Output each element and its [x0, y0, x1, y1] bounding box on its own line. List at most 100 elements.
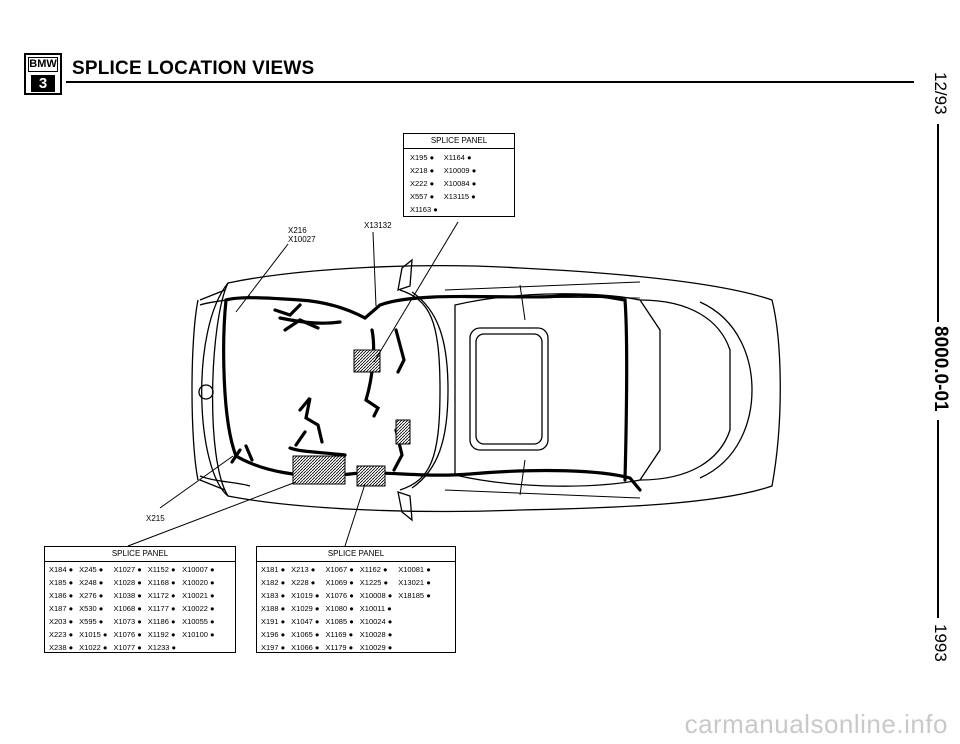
- table-cell: X1068 ●: [113, 604, 142, 613]
- table-cell: X1168 ●: [147, 578, 176, 587]
- table-cell: X1067 ●: [325, 565, 354, 574]
- splice-box-center: [353, 349, 381, 373]
- table-cell: X10020 ●: [182, 578, 215, 587]
- table-row: X1163 ●: [410, 203, 482, 216]
- table-cell: X1027 ●: [113, 565, 142, 574]
- table-cell: X218 ●: [410, 166, 435, 175]
- table-cell: X10009 ●: [443, 166, 477, 175]
- table-cell: [398, 628, 436, 641]
- table-cell: X196 ●: [261, 630, 286, 639]
- table-cell: X1065 ●: [291, 630, 320, 639]
- table-cell: X1225 ●: [359, 578, 389, 587]
- splice-panel-right-table: X181 ●X213 ●X1067 ●X1162 ●X10081 ● X182 …: [261, 563, 437, 654]
- table-cell: X187 ●: [49, 604, 74, 613]
- table-cell: X197 ●: [261, 643, 286, 652]
- table-cell: X238 ●: [49, 643, 74, 652]
- table-cell: X1152 ●: [147, 565, 176, 574]
- leader-left-panel: [127, 481, 297, 547]
- side-rule-2: [937, 420, 939, 618]
- leader-top-panel: [373, 221, 459, 363]
- table-row: X196 ●X1065 ●X1169 ●X10028 ●: [261, 628, 437, 641]
- callout-x215: X215: [146, 514, 165, 523]
- table-cell: X1186 ●: [147, 617, 176, 626]
- table-cell: X1077 ●: [113, 643, 142, 652]
- table-cell: X1069 ●: [325, 578, 354, 587]
- splice-box-side: [395, 419, 411, 445]
- table-cell: X10022 ●: [182, 604, 215, 613]
- table-cell: X183 ●: [261, 591, 286, 600]
- table-cell: X557 ●: [410, 192, 435, 201]
- splice-panel-left-table: X184 ●X245 ●X1027 ●X1152 ●X10007 ● X185 …: [49, 563, 221, 654]
- table-row: X182 ●X228 ●X1069 ●X1225 ●X13021 ●: [261, 576, 437, 589]
- title-rule: [66, 81, 914, 83]
- splice-panel-top-table: X195 ● X1164 ● X218 ● X10009 ● X222 ● X1…: [410, 151, 482, 216]
- table-cell: X1066 ●: [291, 643, 320, 652]
- logo-brand: BMW: [28, 57, 58, 72]
- table-cell: X222 ●: [410, 179, 435, 188]
- table-cell: [398, 641, 436, 654]
- table-cell: X1085 ●: [325, 617, 354, 626]
- splice-box-front: [292, 455, 346, 485]
- callout-x216: X216: [288, 226, 307, 235]
- table-cell: X10024 ●: [359, 617, 393, 626]
- side-rule-1: [937, 124, 939, 322]
- car-mirror-top: [397, 258, 413, 291]
- table-cell: X248 ●: [79, 578, 104, 587]
- table-cell: X1163 ●: [410, 205, 438, 214]
- table-row: X188 ●X1029 ●X1080 ●X10011 ●: [261, 602, 437, 615]
- callout-x10027: X10027: [288, 235, 316, 244]
- splice-panel-right: SPLICE PANEL X181 ●X213 ●X1067 ●X1162 ●X…: [256, 546, 456, 653]
- table-cell: X1076 ●: [113, 630, 142, 639]
- car-roof: [454, 293, 661, 487]
- table-cell: X10084 ●: [443, 179, 477, 188]
- table-cell: X1233 ●: [147, 643, 177, 652]
- table-cell: X245 ●: [79, 565, 104, 574]
- table-cell: X228 ●: [291, 578, 316, 587]
- table-cell: X191 ●: [261, 617, 286, 626]
- table-row: X187 ●X530 ●X1068 ●X1177 ●X10022 ●: [49, 602, 221, 615]
- table-cell: X1029 ●: [291, 604, 320, 613]
- car-windshield: [399, 289, 441, 491]
- callout-x13132: X13132: [364, 221, 392, 230]
- table-cell: X1192 ●: [147, 630, 176, 639]
- car-sunroof: [469, 327, 549, 451]
- table-row: X186 ● X276 ● X1038 ● X1172 ● X10021 ●: [49, 589, 221, 602]
- table-cell: X13115 ●: [443, 192, 476, 201]
- table-cell: X182 ●: [261, 578, 286, 587]
- table-row: X222 ● X10084 ●: [410, 177, 482, 190]
- table-cell: X186 ●: [49, 591, 74, 600]
- table-cell: X213 ●: [291, 565, 316, 574]
- site-watermark: carmanualsonline.info: [684, 709, 948, 739]
- leader-x216: [235, 243, 289, 313]
- table-cell: X10021 ●: [182, 591, 215, 600]
- splice-panel-top-title: SPLICE PANEL: [404, 134, 514, 149]
- table-cell: X1038 ●: [113, 591, 142, 600]
- table-cell: X1073 ●: [113, 617, 142, 626]
- table-row: X197 ●X1066 ●X1179 ●X10029 ●: [261, 641, 437, 654]
- table-row: X183 ●X1019 ●X1076 ●X10008 ●X18185 ●: [261, 589, 437, 602]
- table-cell: X1028 ●: [113, 578, 142, 587]
- table-cell: X1047 ●: [291, 617, 320, 626]
- car-rear-window: [639, 299, 731, 481]
- table-cell: X1076 ●: [325, 591, 354, 600]
- table-cell: X18185 ●: [398, 591, 431, 600]
- table-cell: X10081 ●: [398, 565, 431, 574]
- table-cell: X1177 ●: [147, 604, 176, 613]
- table-row: X203 ●X595 ●X1073 ●X1186 ●X10055 ●: [49, 615, 221, 628]
- table-cell: X1015 ●: [79, 630, 108, 639]
- splice-box-lower: [356, 465, 386, 487]
- table-cell: X1172 ●: [147, 591, 176, 600]
- leader-x215: [159, 455, 234, 509]
- table-cell: X195 ●: [410, 153, 435, 162]
- splice-panel-right-title: SPLICE PANEL: [257, 547, 455, 562]
- table-cell: X595 ●: [79, 617, 104, 626]
- table-cell: X276 ●: [79, 591, 104, 600]
- table-cell: X1019 ●: [291, 591, 320, 600]
- leader-x13132: [372, 231, 377, 307]
- splice-panel-top: SPLICE PANEL X195 ● X1164 ● X218 ● X1000…: [403, 133, 515, 217]
- table-cell: X1164 ●: [443, 153, 472, 162]
- table-cell: X181 ●: [261, 565, 286, 574]
- table-cell: X184 ●: [49, 565, 74, 574]
- table-cell: X10029 ●: [359, 643, 393, 652]
